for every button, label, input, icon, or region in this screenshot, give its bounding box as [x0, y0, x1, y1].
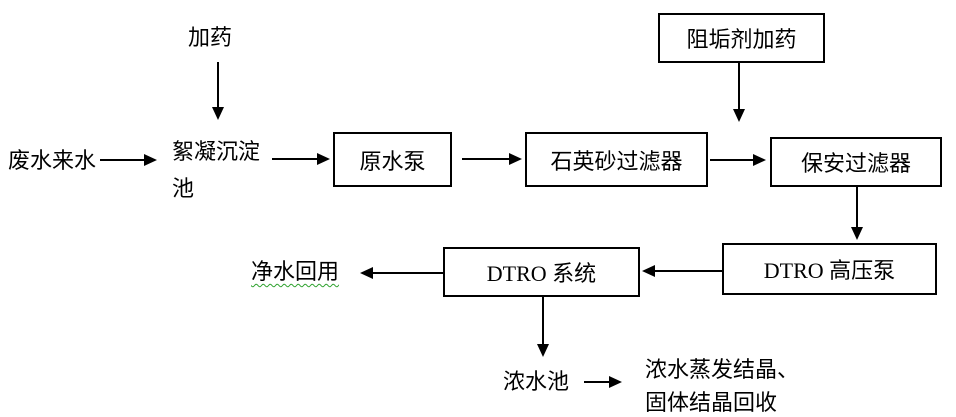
clean-water-reuse-label: 净水回用: [251, 259, 340, 284]
node-raw-water-pump: 原水泵: [333, 132, 452, 187]
flocculation-tank-label: 絮凝沉淀池: [172, 139, 261, 201]
concentrate-treatment-label: 浓水蒸发结晶、固体结晶回收: [645, 357, 800, 415]
arrow-raw-water-pump-to-quartz-sand-filter: [462, 153, 522, 165]
dosing-label: 加药: [188, 25, 233, 50]
node-scale-inhibitor-dosing: 阻垢剂加药: [658, 13, 825, 63]
node-dtro-system: DTRO 系统: [443, 247, 640, 297]
node-cartridge-filter: 保安过滤器: [770, 137, 942, 187]
node-quartz-sand-filter: 石英砂过滤器: [525, 132, 708, 187]
arrow-cartridge-filter-to-dtro-pump: [851, 187, 863, 240]
arrow-scale-inhibitor-to-cartridge-filter: [733, 63, 745, 122]
concentrate-tank-label: 浓水池: [503, 369, 570, 394]
arrow-quartz-sand-filter-to-cartridge-filter: [710, 154, 766, 166]
arrow-dosing-to-flocculation-tank: [212, 62, 224, 120]
arrow-influent-to-flocculation-tank: [100, 154, 157, 166]
arrow-flocculation-tank-to-raw-water-pump: [272, 153, 330, 165]
arrow-dtro-pump-to-dtro-system: [642, 265, 722, 277]
arrow-concentrate-tank-to-treatment: [584, 376, 622, 388]
influent-label: 废水来水: [8, 148, 97, 173]
arrow-dtro-system-to-clean-water-reuse: [360, 267, 443, 279]
arrow-dtro-system-to-concentrate-tank: [537, 297, 549, 357]
node-dtro-high-pressure-pump: DTRO 高压泵: [722, 243, 937, 295]
